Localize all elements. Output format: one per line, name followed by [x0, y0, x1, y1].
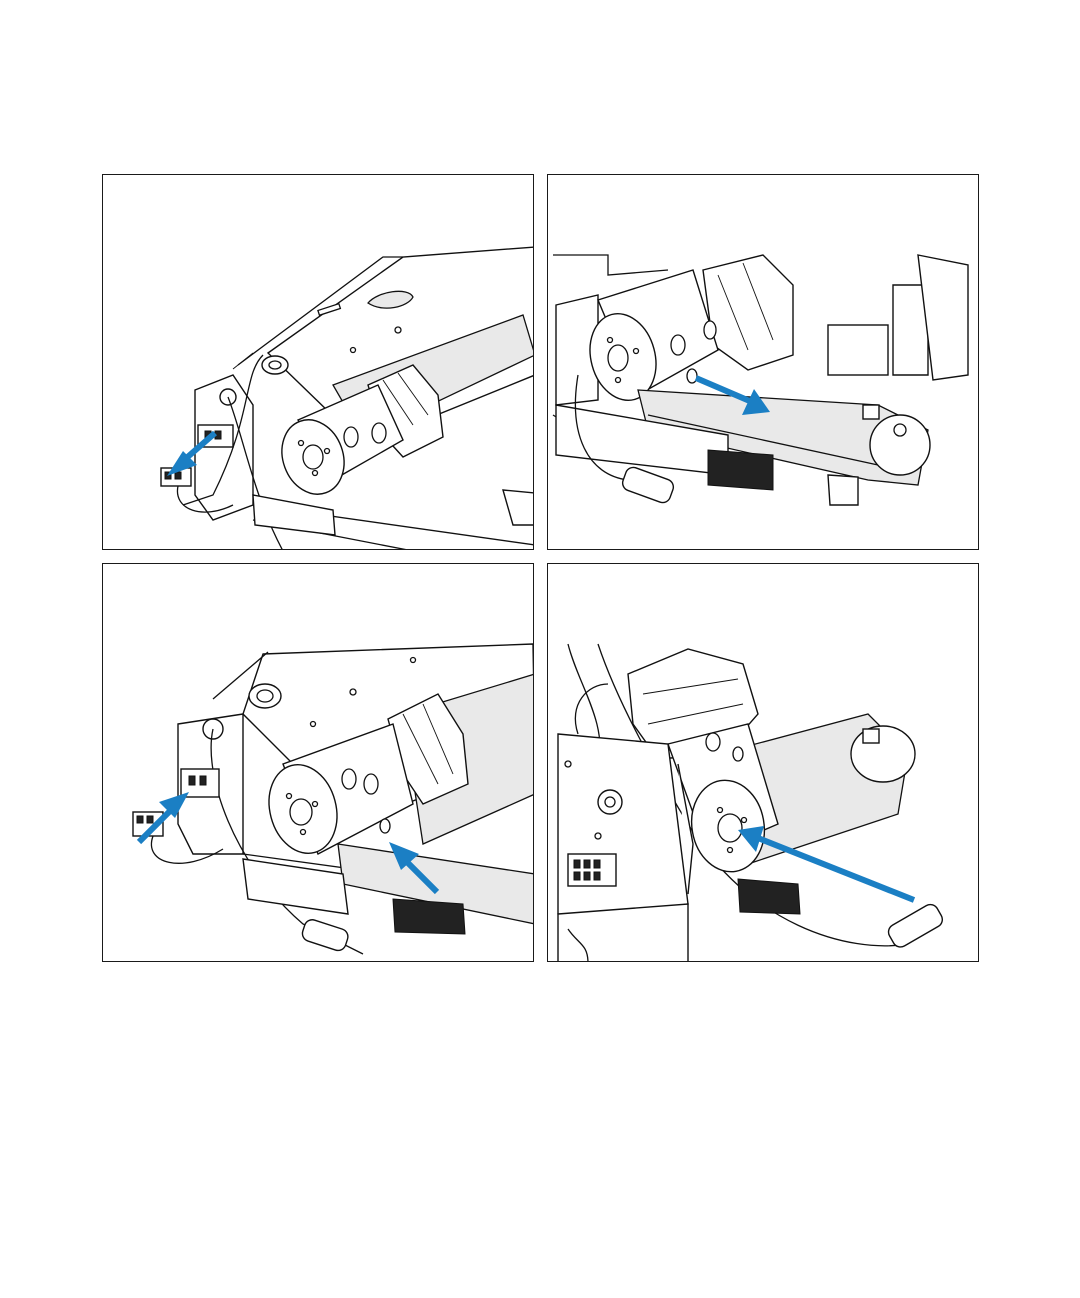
- valve-drawing-4: [548, 564, 979, 962]
- illustration-panel-3: [102, 563, 534, 962]
- valve-drawing-3: [103, 564, 534, 962]
- illustration-panel-1: [102, 174, 534, 550]
- page-top-rule: [0, 0, 1080, 1]
- valve-drawing-2: [548, 175, 979, 550]
- illustration-panel-4: [547, 563, 979, 962]
- illustration-panel-2: [547, 174, 979, 550]
- valve-drawing-1: [103, 175, 534, 550]
